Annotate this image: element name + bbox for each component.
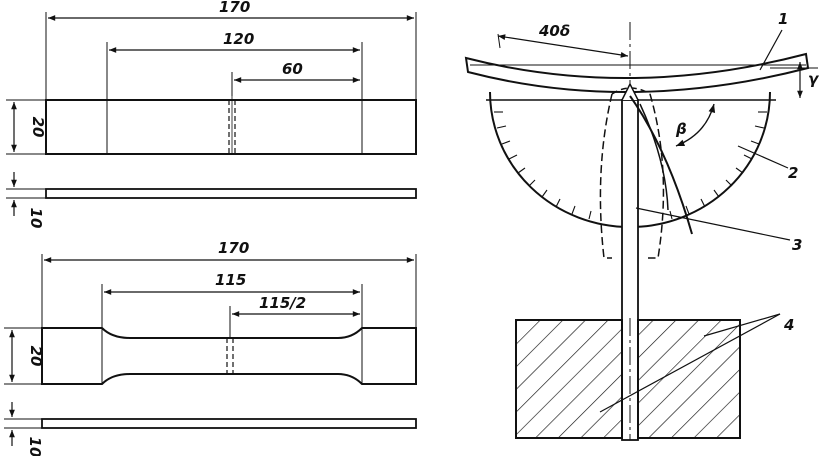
base-block-right <box>637 319 741 439</box>
dim-label-170b: 170 <box>218 239 249 257</box>
bent-specimen-bar <box>464 52 810 94</box>
protractor-ticks <box>494 111 767 220</box>
dim-label-115-2: 115/2 <box>259 294 306 312</box>
bend-angle-arc <box>675 103 716 147</box>
arm-length-dim-line <box>497 34 629 58</box>
part-label-4: 4 <box>783 316 794 334</box>
dim-label-170: 170 <box>219 0 250 16</box>
part-label-3: 3 <box>792 236 802 254</box>
dim-label-120: 120 <box>223 30 254 48</box>
deflection-label: γ <box>808 70 820 88</box>
bend-fixture: γ 40δ β 1 2 3 4 <box>464 10 820 441</box>
bend-angle-label: β <box>675 120 687 138</box>
dogbone-specimen-edge <box>41 418 417 429</box>
dim-label-115: 115 <box>215 271 246 289</box>
dim-label-thickness-10b: 10 <box>26 437 44 456</box>
dim-label-thickness-10: 10 <box>27 208 45 229</box>
part-label-1: 1 <box>778 10 788 28</box>
base-block-left <box>515 319 623 439</box>
dogbone-specimen: 170 115 115/2 20 10 <box>4 239 417 456</box>
flat-specimen-edge <box>45 188 417 199</box>
dim-label-width-20b: 20 <box>27 346 45 367</box>
dim-label-width-20: 20 <box>29 117 47 138</box>
flat-specimen-plan <box>45 99 417 155</box>
part-label-2: 2 <box>788 164 798 182</box>
dogbone-specimen-plan <box>41 327 417 385</box>
arm-length-label: 40δ <box>538 22 570 40</box>
flat-specimen: 170 120 60 20 10 <box>6 0 417 229</box>
dim-label-60: 60 <box>282 60 303 78</box>
